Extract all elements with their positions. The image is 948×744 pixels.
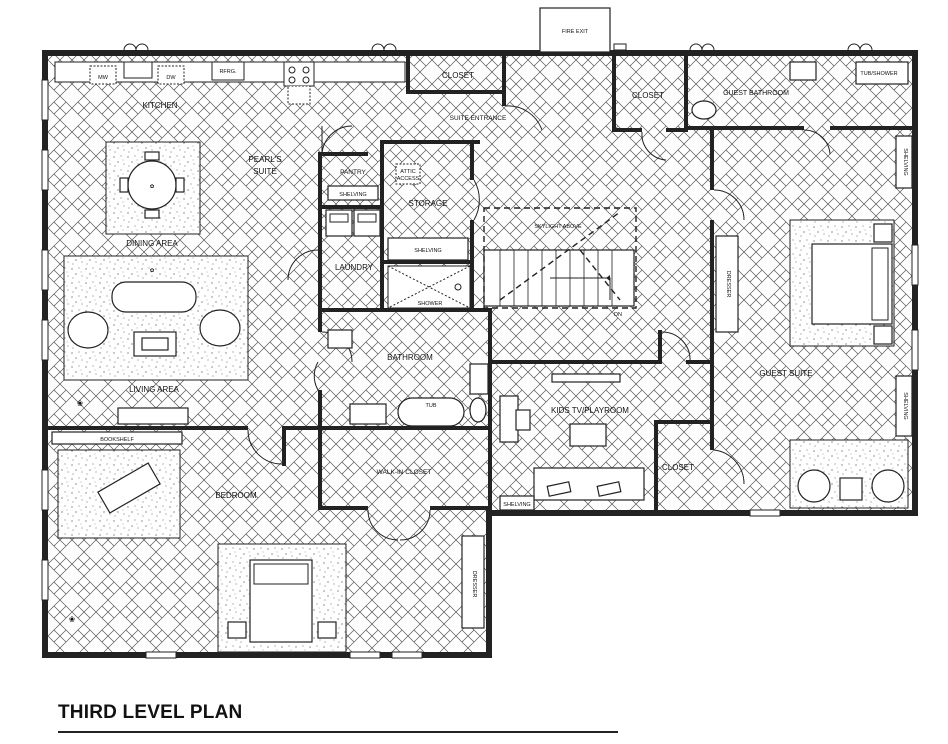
down-label: DN [614, 312, 622, 318]
shelving-guest-bottom-label: SHELVING [902, 392, 908, 419]
kids-playroom-furniture: SHELVING [499, 373, 645, 511]
bathroom-label: BATHROOM [387, 353, 433, 362]
skylight-label: SKYLIGHT ABOVE [534, 224, 582, 230]
closet-top-label: CLOSET [442, 71, 474, 80]
plan-title: THIRD LEVEL PLAN [58, 702, 243, 723]
shelving-pantry-label: SHELVING [339, 192, 366, 198]
closet-upper-right-label: CLOSET [632, 91, 664, 100]
closet-lower-right-label: CLOSET [662, 463, 694, 472]
tub-shower-label: TUB/SHOWER [860, 71, 897, 77]
laundry-label: LAUNDRY [335, 263, 374, 272]
dresser-guest-label: DRESSER [725, 271, 731, 298]
dresser-bedroom-label: DRESSER [471, 571, 477, 598]
mw-label: MW [98, 75, 109, 81]
dining-set: ✿ [105, 141, 201, 235]
refrigerator-label: RFRG. [219, 69, 237, 75]
attic-access-line1: ATTIC [400, 169, 416, 175]
shower-label: SHOWER [418, 301, 443, 307]
pantry-label: PANTRY [340, 169, 366, 176]
fire-exit-area: FIRE EXIT [539, 7, 627, 53]
suite-entrance-label: SUITE ENTRANCE [450, 115, 507, 122]
window-markers [123, 43, 873, 51]
attic-access-line2: ACCESS [397, 176, 420, 182]
flower-icon: ✿ [150, 183, 155, 190]
shelving-storage-label: SHELVING [414, 248, 441, 254]
utility-fixtures: SHELVING ATTIC ACCESS SHELVING [325, 163, 469, 261]
plant-icon: ❀ [77, 399, 84, 408]
living-area-label: LIVING AREA [129, 385, 179, 394]
plant-icon: ❀ [69, 615, 76, 624]
bath-fixtures: SHOWER TUB [327, 265, 489, 427]
guest-suite-label: GUEST SUITE [759, 369, 812, 378]
door-swings [247, 105, 831, 541]
shelving-kids-label: SHELVING [503, 502, 530, 508]
staircase: DN SKYLIGHT ABOVE [483, 207, 637, 318]
pearls-suite-label-2: SUITE [253, 167, 277, 176]
guest-bath-fixtures: TUB/SHOWER [691, 61, 909, 120]
guest-suite-furniture: DRESSER SHELVING SHELVING [715, 135, 913, 509]
dw-label: DW [166, 75, 176, 81]
kitchen-counter: MW DW RFRG. [54, 61, 406, 105]
kitchen-label: KITCHEN [142, 101, 177, 110]
windows [41, 79, 919, 659]
storage-label: STORAGE [409, 199, 448, 208]
title-underline [58, 731, 618, 733]
tub-label: TUB [426, 403, 437, 409]
room-labels: KITCHEN PEARL'S SUITE DINING AREA LIVING… [126, 71, 812, 500]
guest-bathroom-label: GUEST BATHROOM [723, 90, 789, 97]
dining-area-label: DINING AREA [126, 239, 178, 248]
bedroom-furniture: BOOKSHELF DRESSER ❀ [51, 431, 485, 653]
bookshelf-label: BOOKSHELF [100, 437, 134, 443]
pearls-suite-label-1: PEARL'S [248, 155, 281, 164]
interior-walls [48, 56, 912, 512]
walk-in-closet-label: WALK-IN CLOSET [377, 469, 432, 476]
flower-icon: ✿ [150, 267, 155, 274]
fire-exit-label: FIRE EXIT [562, 29, 589, 35]
living-set: ✿ ❀ [63, 255, 249, 425]
shelving-guest-top-label: SHELVING [902, 148, 908, 175]
kids-playroom-label: KIDS TV/PLAYROOM [551, 406, 629, 415]
bedroom-label: BEDROOM [215, 491, 257, 500]
